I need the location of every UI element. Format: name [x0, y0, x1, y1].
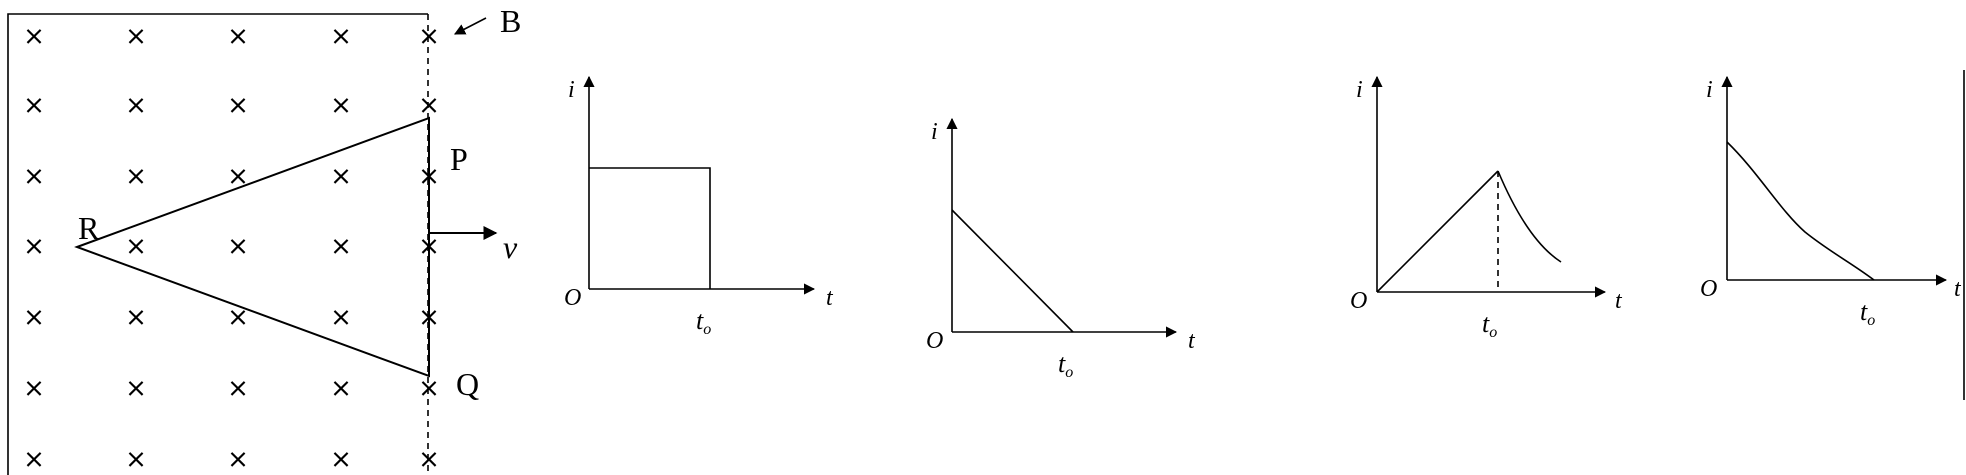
graph-3-decay-curve: [1497, 170, 1562, 263]
field-cross: ×: [125, 22, 147, 52]
graph-4-origin-label: O: [1700, 276, 1717, 302]
field-cross: ×: [330, 303, 352, 333]
field-cross: ×: [125, 162, 147, 192]
graph-3-rising-curve: [1376, 170, 1499, 293]
graph-1-t0-label: to: [696, 306, 711, 338]
field-cross: ×: [227, 303, 249, 333]
velocity-label-v: v: [503, 229, 518, 265]
field-cross: ×: [330, 445, 352, 475]
vertex-label-r: R: [78, 210, 100, 246]
graph-1-current-curve: [589, 167, 711, 289]
field-cross: ×: [330, 232, 352, 262]
field-cross: ×: [23, 162, 45, 192]
graph-3: i t O to: [1350, 75, 1623, 341]
field-cross: ×: [227, 22, 249, 52]
field-cross: ×: [23, 374, 45, 404]
field-label-pointer: [454, 17, 487, 35]
field-region-boundary: [7, 13, 428, 475]
field-cross: ×: [125, 91, 147, 121]
field-cross: ×: [23, 22, 45, 52]
graph-2-y-label: i: [931, 119, 938, 145]
field-cross: ×: [227, 232, 249, 262]
field-cross: ×: [125, 445, 147, 475]
vertex-label-p: P: [450, 141, 468, 177]
graph-1: i t O to: [564, 75, 834, 338]
graph-4: i t O to: [1700, 75, 1962, 329]
field-cross: ×: [330, 22, 352, 52]
graph-3-x-label: t: [1615, 288, 1623, 314]
graph-3-origin-label: O: [1350, 288, 1367, 314]
graph-4-t0-label: to: [1860, 297, 1875, 329]
graph-1-y-label: i: [568, 77, 575, 103]
vertex-label-q: Q: [456, 366, 479, 402]
field-cross: ×: [23, 91, 45, 121]
field-cross: ×: [125, 374, 147, 404]
graph-2: i t O to: [926, 117, 1196, 381]
field-cross: ×: [227, 374, 249, 404]
field-cross-grid: ×××××××××××××××××××××××××××××××××××: [23, 22, 440, 475]
triangle-loop-pqr: [74, 116, 430, 378]
field-cross: ×: [227, 162, 249, 192]
field-cross: ×: [125, 303, 147, 333]
graph-1-origin-label: O: [564, 285, 581, 311]
field-cross: ×: [418, 91, 440, 121]
magnetic-field-diagram: ××××××××××××××××××××××××××××××××××× B R …: [7, 3, 521, 475]
field-cross: ×: [418, 374, 440, 404]
field-cross: ×: [23, 232, 45, 262]
field-cross: ×: [227, 91, 249, 121]
field-cross: ×: [125, 232, 147, 262]
field-cross: ×: [418, 445, 440, 475]
graph-2-x-label: t: [1188, 328, 1196, 354]
field-cross: ×: [23, 445, 45, 475]
field-cross: ×: [330, 162, 352, 192]
field-cross: ×: [227, 445, 249, 475]
graph-4-current-curve: [1726, 141, 1875, 281]
graph-3-y-label: i: [1356, 77, 1363, 103]
graph-1-x-label: t: [826, 285, 834, 311]
field-cross: ×: [23, 303, 45, 333]
graph-4-y-label: i: [1706, 77, 1713, 103]
graph-2-t0-label: to: [1058, 349, 1073, 381]
graph-4-x-label: t: [1954, 276, 1962, 302]
field-label-b: B: [500, 3, 521, 39]
graph-2-current-curve: [951, 209, 1074, 333]
field-cross: ×: [330, 374, 352, 404]
field-cross: ×: [418, 22, 440, 52]
field-cross: ×: [330, 91, 352, 121]
graph-2-origin-label: O: [926, 328, 943, 354]
graph-3-t0-label: to: [1482, 309, 1497, 341]
